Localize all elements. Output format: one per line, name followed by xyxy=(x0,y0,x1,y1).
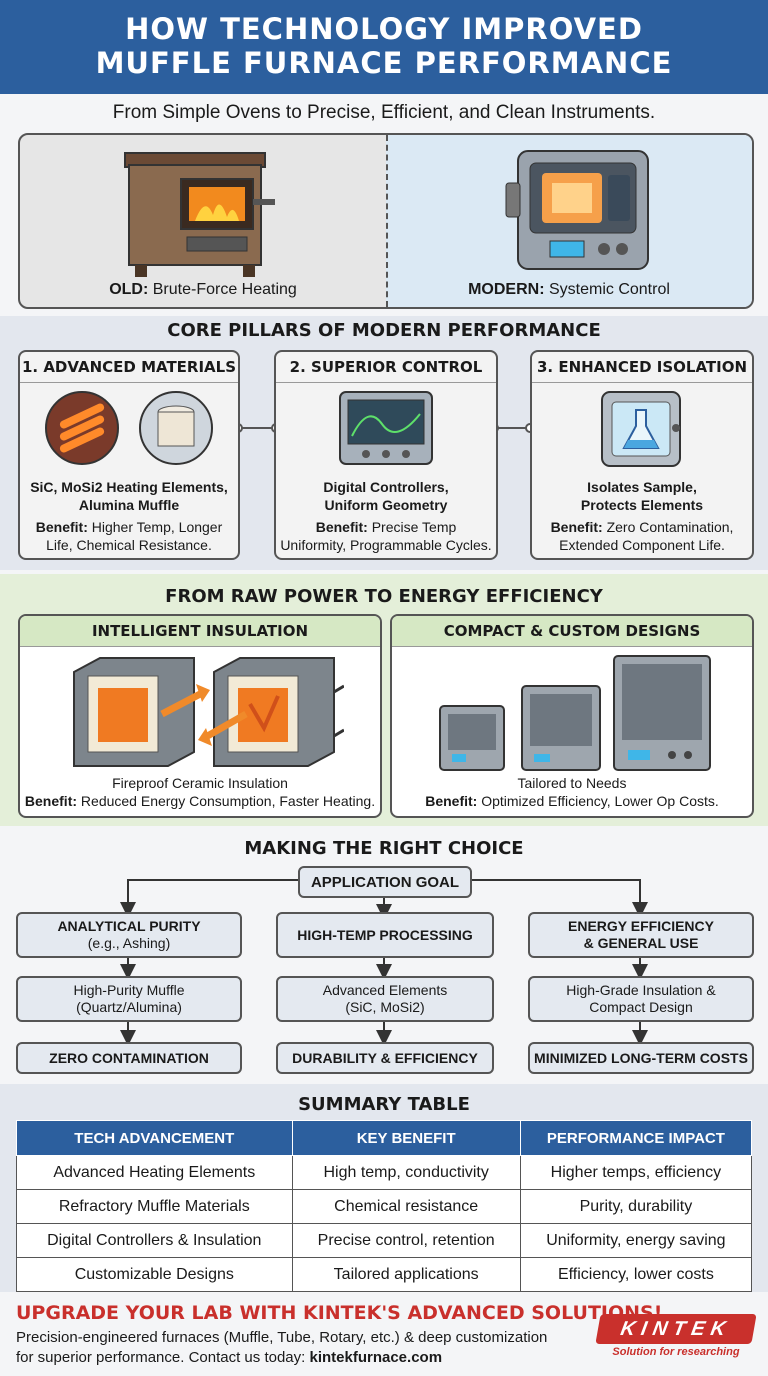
table-row: Refractory Muffle Materials Chemical res… xyxy=(16,1189,753,1224)
heating-elements-icon xyxy=(45,391,213,465)
solution-box-high-temp: Advanced Elements(SiC, MoSi2) xyxy=(276,976,494,1022)
logo-tagline: Solution for researching xyxy=(612,1346,740,1358)
table-cell: Higher temps, efficiency xyxy=(519,1155,753,1190)
result-box-purity: ZERO CONTAMINATION xyxy=(16,1042,242,1074)
table-cell: Refractory Muffle Materials xyxy=(16,1189,293,1224)
column-header: PERFORMANCE IMPACT xyxy=(519,1120,753,1156)
goal-box-purity: ANALYTICAL PURITY(e.g., Ashing) xyxy=(16,912,242,958)
result-box-high-temp: DURABILITY & EFFICIENCY xyxy=(276,1042,494,1074)
pillar-desc: SiC, MoSi2 Heating Elements,Alumina Muff… xyxy=(30,479,228,513)
table-cell: High temp, conductivity xyxy=(291,1155,521,1190)
old-furnace-illustration xyxy=(124,152,275,277)
cta-text: Precision-engineered furnaces (Muffle, T… xyxy=(16,1329,548,1366)
result-box-energy: MINIMIZED LONG-TERM COSTS xyxy=(528,1042,754,1074)
pillar-card-control: 2. SUPERIOR CONTROL Digital Controllers,… xyxy=(274,350,498,560)
page-header: HOW TECHNOLOGY IMPROVED MUFFLE FURNACE P… xyxy=(0,0,768,94)
summary-table: TECH ADVANCEMENT KEY BENEFIT PERFORMANCE… xyxy=(16,1120,753,1292)
solution-box-purity: High-Purity Muffle(Quartz/Alumina) xyxy=(16,976,242,1022)
pillar-card-isolation: 3. ENHANCED ISOLATION Isolates Sample,Pr… xyxy=(530,350,754,560)
goal-box-energy: ENERGY EFFICIENCY& GENERAL USE xyxy=(528,912,754,958)
logo-name: KINTEK xyxy=(595,1314,757,1344)
summary-header-row: TECH ADVANCEMENT KEY BENEFIT PERFORMANCE… xyxy=(16,1120,753,1156)
table-cell: Digital Controllers & Insulation xyxy=(16,1223,293,1258)
pillar-heading: 1. ADVANCED MATERIALS xyxy=(20,352,238,383)
isolation-flask-icon xyxy=(601,391,681,467)
insulation-heading: INTELLIGENT INSULATION xyxy=(20,616,380,647)
table-cell: Precise control, retention xyxy=(291,1223,521,1258)
pillar-heading: 2. SUPERIOR CONTROL xyxy=(276,352,496,383)
choice-flow-connectors xyxy=(120,879,648,1046)
table-row: Customizable Designs Tailored applicatio… xyxy=(16,1257,753,1292)
pillar-heading: 3. ENHANCED ISOLATION xyxy=(532,352,752,383)
pillar-desc: Isolates Sample,Protects Elements xyxy=(580,479,704,513)
table-cell: Customizable Designs xyxy=(16,1257,293,1292)
summary-title: SUMMARY TABLE xyxy=(298,1094,470,1115)
cta-title: UPGRADE YOUR LAB WITH KINTEK'S ADVANCED … xyxy=(16,1302,663,1324)
table-cell: Purity, durability xyxy=(519,1189,753,1224)
insulation-illustration xyxy=(73,657,344,767)
comparison-divider xyxy=(386,135,388,307)
table-cell: Efficiency, lower costs xyxy=(519,1257,753,1292)
page-title: HOW TECHNOLOGY IMPROVED MUFFLE FURNACE P… xyxy=(95,12,673,80)
pillar-card-materials: 1. ADVANCED MATERIALS SiC, MoSi2 Heating… xyxy=(18,350,240,560)
application-goal-box: APPLICATION GOAL xyxy=(298,866,472,898)
comparison-panel: OLD: Brute-Force Heating MODERN: Systemi… xyxy=(18,133,754,309)
table-cell: Advanced Heating Elements xyxy=(16,1155,293,1190)
column-header: KEY BENEFIT xyxy=(291,1120,521,1156)
table-cell: Chemical resistance xyxy=(291,1189,521,1224)
efficiency-title: FROM RAW POWER TO ENERGY EFFICIENCY xyxy=(165,586,603,607)
table-cell: Tailored applications xyxy=(291,1257,521,1292)
choice-title: MAKING THE RIGHT CHOICE xyxy=(244,838,524,859)
modern-furnace-illustration xyxy=(505,150,649,270)
controller-icon xyxy=(339,391,433,465)
pillars-title: CORE PILLARS OF MODERN PERFORMANCE xyxy=(167,320,601,341)
website-link[interactable]: kintekfurnace.com xyxy=(309,1349,443,1366)
table-row: Digital Controllers & Insulation Precise… xyxy=(16,1223,753,1258)
table-cell: Uniformity, energy saving xyxy=(519,1223,753,1258)
pillar-desc: Digital Controllers,Uniform Geometry xyxy=(323,479,449,513)
furnace-sizes-illustration xyxy=(439,655,711,771)
goal-box-high-temp: HIGH-TEMP PROCESSING xyxy=(276,912,494,958)
modern-caption: MODERN: Systemic Control xyxy=(468,281,670,298)
solution-box-energy: High-Grade Insulation &Compact Design xyxy=(528,976,754,1022)
pillar-benefit: Benefit: Zero Contamination,Extended Com… xyxy=(550,519,734,553)
table-row: Advanced Heating Elements High temp, con… xyxy=(16,1155,753,1190)
custom-designs-heading: COMPACT & CUSTOM DESIGNS xyxy=(392,616,752,647)
column-header: TECH ADVANCEMENT xyxy=(16,1120,293,1156)
page-subtitle: From Simple Ovens to Precise, Efficient,… xyxy=(112,102,656,123)
kintek-logo: KINTEK Solution for researching xyxy=(595,1314,757,1358)
old-caption: OLD: Brute-Force Heating xyxy=(109,281,297,298)
custom-designs-card: COMPACT & CUSTOM DESIGNS Tailored to Nee… xyxy=(390,614,754,818)
insulation-card: INTELLIGENT INSULATION Fireproof Ceramic… xyxy=(18,614,382,818)
